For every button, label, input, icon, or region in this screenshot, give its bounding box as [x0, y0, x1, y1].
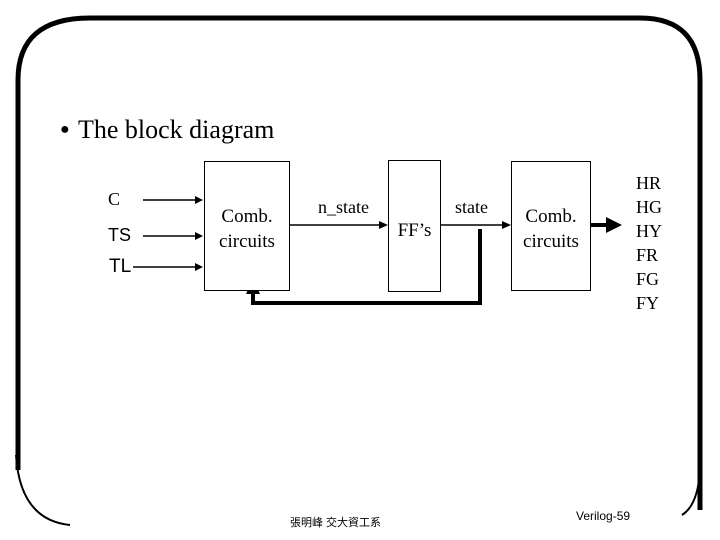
state-label: state: [455, 197, 488, 217]
n-state-label: n_state: [318, 197, 369, 217]
input-label-ts: TS: [108, 225, 132, 245]
footer-author: 張明峰 交大資工系: [290, 517, 382, 529]
output-label-fr: FR: [636, 245, 659, 265]
comb-circuits-block-2: Comb. circuits: [511, 161, 591, 291]
footer-page-number: Verilog-59: [576, 509, 631, 523]
arrow-comb2-to-outputs: [590, 217, 622, 233]
input-arrow-ts: [143, 232, 203, 240]
input-label-c: C: [108, 189, 121, 209]
output-label-fg: FG: [636, 269, 660, 289]
slide-frame-bottom-left-curl: [15, 454, 71, 526]
comb-circuits-block-1: Comb. circuits: [204, 161, 290, 291]
flip-flops-block: FF’s: [388, 160, 441, 292]
comb2-label-line2: circuits: [523, 231, 579, 252]
ff-label: FF’s: [397, 220, 432, 241]
output-label-hr: HR: [636, 173, 662, 193]
output-label-hg: HG: [636, 197, 662, 217]
output-label-fy: FY: [636, 293, 660, 313]
slide-frame-top-right-border: [90, 15, 703, 510]
input-arrow-c: [143, 196, 203, 204]
arrow-comb1-to-ff: [289, 221, 388, 229]
comb1-label-line1: Comb.: [221, 206, 273, 227]
output-label-hy: HY: [636, 221, 662, 241]
comb1-label-line2: circuits: [219, 231, 275, 252]
slide-frame-bottom-right-curl: [681, 469, 701, 516]
comb2-label-line1: Comb.: [525, 206, 577, 227]
input-label-tl: TL: [109, 256, 132, 277]
input-arrow-tl: [133, 263, 203, 271]
page-title: The block diagram: [78, 115, 275, 144]
arrow-ff-to-comb2: [440, 221, 511, 229]
slide-frame-top-left-border: [15, 15, 91, 470]
title-bullet: ●: [60, 121, 70, 138]
